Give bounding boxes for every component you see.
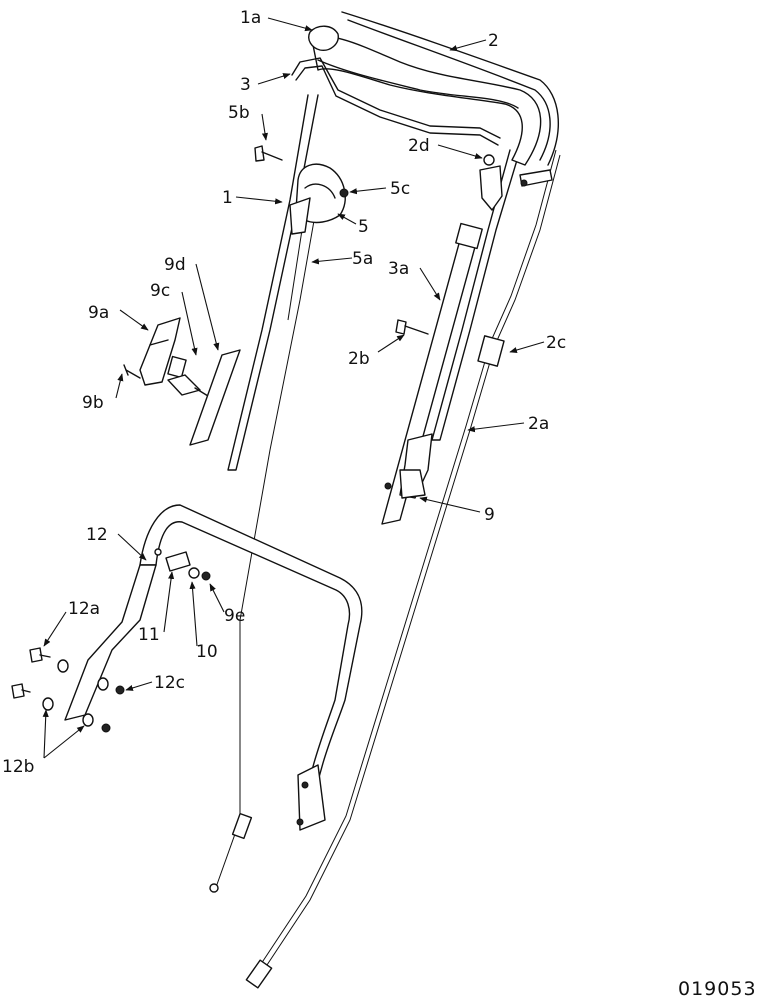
label-3a: 3a (388, 259, 409, 279)
upper-handle (227, 11, 559, 471)
label-5a: 5a (352, 249, 373, 269)
parts-11-10-9e (165, 551, 211, 581)
drawing-number: 019053 (678, 978, 757, 1000)
label-9c: 9c (150, 281, 170, 301)
label-12a: 12a (68, 599, 100, 619)
label-1a: 1a (240, 8, 261, 28)
label-9d: 9d (164, 255, 186, 275)
part-9-lever (384, 433, 433, 499)
label-10: 10 (196, 642, 218, 662)
label-2: 2 (488, 31, 499, 51)
label-12: 12 (86, 525, 108, 545)
hardware-12 (11, 647, 125, 733)
label-2c: 2c (546, 333, 566, 353)
label-11: 11 (138, 625, 160, 645)
label-5c: 5c (390, 179, 410, 199)
label-9b: 9b (82, 393, 104, 413)
part-5b-bolt (254, 145, 283, 162)
label-2a: 2a (528, 414, 549, 434)
label-2b: 2b (348, 349, 370, 369)
part-2b-bolt (395, 319, 429, 335)
part-2d-bracket (479, 154, 553, 211)
label-12c: 12c (154, 673, 185, 693)
part-9d-bar (189, 349, 241, 446)
label-5: 5 (358, 217, 369, 237)
lower-handle-12 (64, 504, 363, 831)
leader-lines (42, 17, 545, 759)
part-9c-clip (167, 355, 209, 397)
label-3: 3 (240, 75, 251, 95)
part-5-knob (289, 163, 349, 235)
label-2d: 2d (408, 136, 430, 156)
cable-2a (245, 149, 561, 989)
part-9a-lever (139, 317, 181, 386)
label-9a: 9a (88, 303, 109, 323)
label-12b: 12b (2, 757, 34, 777)
label-1: 1 (222, 188, 233, 208)
label-5b: 5b (228, 103, 250, 123)
cable-5a (209, 197, 319, 893)
label-9: 9 (484, 505, 495, 525)
label-9e: 9e (224, 606, 245, 626)
part-9b-pin (123, 364, 141, 379)
